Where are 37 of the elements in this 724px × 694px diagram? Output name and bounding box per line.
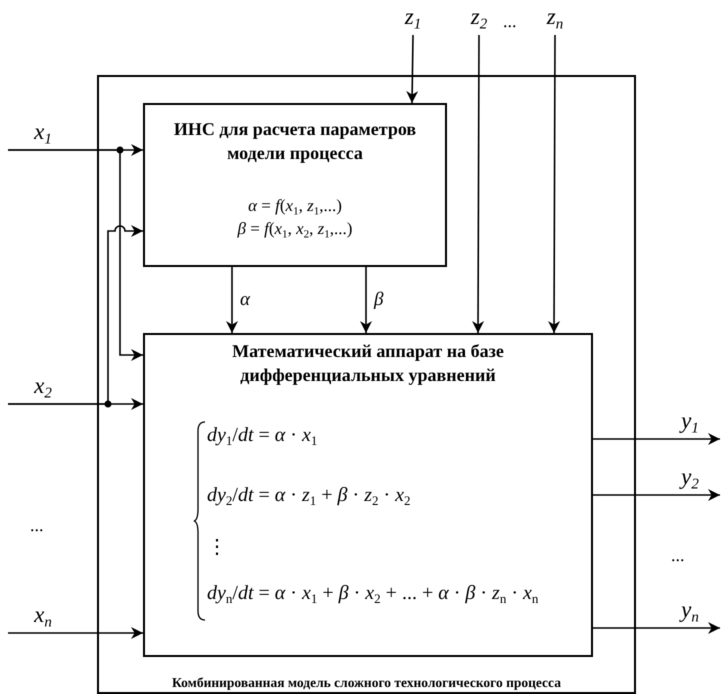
arrow	[593, 622, 720, 634]
ellipsis: ⋮	[207, 535, 227, 559]
arrow	[593, 433, 720, 445]
box-title: ИНС для расчета параметров модели процесса	[172, 118, 418, 166]
arrow	[472, 35, 484, 333]
input-label: x$_{2}$	[8, 374, 78, 404]
equation: dy$_{2}$/dt = α · z$_{1}$ + β · z$_{2}$ · x$_{2}$	[207, 483, 411, 507]
arrow	[8, 627, 143, 639]
arrow	[548, 35, 560, 333]
arrow	[360, 267, 372, 333]
arrow	[226, 267, 238, 333]
input-label: z$_{2}$	[462, 5, 496, 35]
output-label: y$_{2}$	[660, 465, 720, 495]
edge-label: α	[240, 290, 250, 309]
edge-label: β	[374, 290, 384, 309]
arrow	[406, 34, 418, 104]
arrow	[593, 489, 720, 501]
arrow	[8, 225, 143, 405]
input-label: z$_{n}$	[538, 5, 572, 35]
formula: α = f(x$_{1}$, z$_{1}$,...)	[247, 195, 343, 218]
arrow	[8, 149, 143, 361]
output-label: y$_{1}$	[660, 409, 720, 439]
formula: β = f(x$_{1}$, x$_{2}$, z$_{1}$,...)	[236, 218, 354, 240]
outer-frame	[97, 75, 636, 694]
process-box	[143, 333, 593, 657]
output-label: y$_{n}$	[660, 598, 720, 628]
equation: dy$_{1}$/dt = α · x$_{1}$	[207, 423, 318, 447]
ellipsis: ...	[503, 12, 516, 30]
input-label: x$_{1}$	[8, 120, 78, 150]
diagram-caption: Комбинированная модель сложного технологического процесса	[171, 675, 562, 691]
process-box	[143, 103, 447, 267]
ellipsis: ...	[30, 516, 44, 534]
input-label: x$_{n}$	[8, 603, 78, 633]
ellipsis: ...	[671, 546, 684, 564]
equation: dy$_{n}$/dt = α · x$_{1}$ + β · x$_{2}$ + ... + α · β · z$_{n}$ · x$_{n}$	[207, 581, 538, 605]
input-label: z$_{1}$	[396, 5, 430, 35]
box-title: Математический аппарат на базе дифференциальных уравнений	[231, 340, 505, 388]
